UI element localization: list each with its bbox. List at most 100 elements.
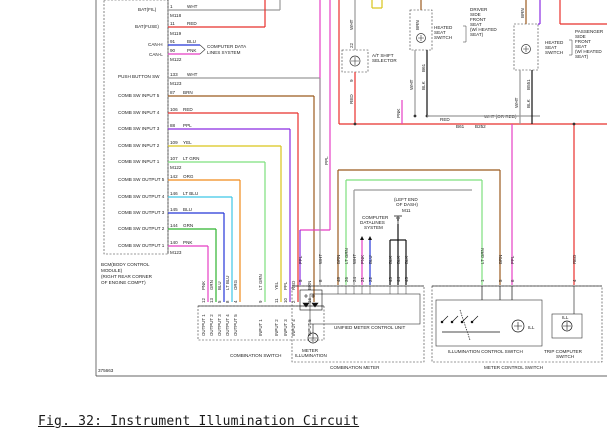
bcm-pin-label: COMB SW INPUT 3 bbox=[118, 126, 160, 131]
svg-text:21: 21 bbox=[360, 277, 365, 282]
svg-text:INPUT 5: INPUT 5 bbox=[307, 319, 312, 336]
svg-text:22: 22 bbox=[368, 277, 373, 282]
passenger-seat-label-3: FRONT bbox=[575, 39, 591, 44]
at-shift-lamp-icon bbox=[349, 55, 361, 67]
ill-label: ILL bbox=[528, 325, 535, 330]
at-shift-label-2: SELECTOR bbox=[372, 58, 397, 63]
trip-computer-switch-box bbox=[551, 313, 583, 339]
svg-text:BLK: BLK bbox=[396, 256, 401, 264]
svg-text:BRN: BRN bbox=[307, 281, 312, 290]
ground-label-2: OF DASH) bbox=[396, 202, 418, 207]
illumination-control-switch-box bbox=[435, 299, 543, 347]
cdl-label-3: SYSTEM bbox=[364, 225, 383, 230]
meter-control-switch-title: METER CONTROL SWITCH bbox=[484, 365, 543, 370]
driver-seat-label-2: SIDE bbox=[470, 12, 481, 17]
bcm-pin-number: 106 bbox=[170, 107, 178, 112]
passenger-seat-label-6: SEAT) bbox=[575, 54, 589, 59]
passenger-seat-lamp-icon bbox=[521, 44, 531, 54]
svg-text:5: 5 bbox=[498, 279, 503, 282]
bcm-pin-label: COMB SW INPUT 4 bbox=[118, 110, 160, 115]
connector-code: M122 bbox=[170, 165, 182, 170]
driver-seat-label-4: SEAT bbox=[470, 22, 482, 27]
wire-label: WHT bbox=[187, 4, 198, 9]
svg-text:24: 24 bbox=[352, 277, 357, 282]
driver-seat-label-3: FRONT bbox=[470, 17, 486, 22]
can-bracket bbox=[199, 44, 206, 55]
comb-switch-pins: OUTPUT 1 OUTPUT 2 OUTPUT 3 OUTPUT 4 OUTP… bbox=[201, 314, 312, 336]
bcm-title-2: MODULE) bbox=[101, 268, 123, 273]
svg-text:43: 43 bbox=[388, 277, 393, 282]
bcm-pin-can-h: CAN-H 91 BLU bbox=[148, 39, 200, 47]
svg-text:8: 8 bbox=[318, 279, 323, 282]
wire-label: BLK bbox=[421, 80, 426, 90]
svg-text:WHT: WHT bbox=[318, 254, 323, 264]
wire-label: YEL bbox=[183, 140, 192, 145]
wire-label: WHT bbox=[409, 79, 414, 90]
bcm-pin-number: 90 bbox=[170, 48, 176, 53]
bcm-pin-number: 142 bbox=[170, 174, 178, 179]
passenger-switch-label-2: SEAT bbox=[545, 45, 557, 50]
svg-text:OUTPUT 4: OUTPUT 4 bbox=[225, 314, 230, 336]
cdl-label-2: DATALINES bbox=[360, 220, 385, 225]
wire-label: WHT bbox=[187, 72, 198, 77]
svg-text:YEL: YEL bbox=[274, 281, 279, 290]
svg-text:WHT: WHT bbox=[352, 254, 357, 264]
svg-text:11: 11 bbox=[274, 298, 279, 303]
bcm-pin-number: 87 bbox=[170, 90, 176, 95]
svg-text:6: 6 bbox=[510, 279, 515, 282]
wire-label: RED bbox=[349, 94, 354, 104]
driver-seat-lamp-icon bbox=[416, 33, 426, 43]
bcm-pin-number: 133 bbox=[170, 72, 178, 77]
connector-code: M123 bbox=[170, 250, 182, 255]
svg-text:INPUT 1: INPUT 1 bbox=[258, 319, 263, 336]
ppl-vertical-label: PPL bbox=[324, 156, 329, 165]
svg-text:INPUT 4: INPUT 4 bbox=[291, 319, 296, 336]
control-wire-labels: BRN LT GRN PPL 5 1 6 4 RED bbox=[480, 248, 577, 282]
bcm-pin-number: 146 bbox=[170, 191, 178, 196]
wire-label: LT BLU bbox=[183, 191, 198, 196]
wire-label: BLK bbox=[526, 98, 531, 108]
meter-unit-drops bbox=[337, 286, 407, 294]
figure-id: 375663 bbox=[98, 368, 114, 373]
bcm-pin-number: 145 bbox=[170, 207, 178, 212]
connector-code: M118 bbox=[170, 13, 182, 18]
wire-label: RED bbox=[187, 21, 197, 26]
svg-text:8: 8 bbox=[225, 300, 230, 303]
connector-code: B61 bbox=[421, 63, 426, 72]
wire-label: RED bbox=[183, 107, 193, 112]
svg-text:45: 45 bbox=[404, 277, 409, 282]
bcm-pin-number: 91 bbox=[170, 39, 176, 44]
comb-switch-wire-labels: PNK GRN BLU LT BLU ORG LT GRN YEL PPL RE… bbox=[201, 274, 312, 290]
svg-text:16: 16 bbox=[307, 298, 312, 303]
svg-text:44: 44 bbox=[396, 277, 401, 282]
svg-text:LT GRN: LT GRN bbox=[258, 274, 263, 290]
driver-seat-label-1: DRIVER bbox=[470, 7, 488, 12]
svg-text:4: 4 bbox=[572, 279, 577, 282]
passenger-switch-label-1: HEATED bbox=[545, 40, 564, 45]
svg-text:BLU: BLU bbox=[217, 281, 222, 290]
connector-code: B551 bbox=[526, 79, 531, 90]
trip-computer-label-1: TRIP COMPUTER bbox=[544, 349, 583, 354]
svg-text:BRN: BRN bbox=[498, 255, 503, 264]
svg-text:10: 10 bbox=[283, 298, 288, 303]
passenger-seat-label-2: SIDE bbox=[575, 34, 586, 39]
meter-pin-numbers: 5 8 48 26 24 21 22 43 44 45 bbox=[298, 277, 409, 282]
wire-label: BRN bbox=[183, 90, 193, 95]
svg-text:48: 48 bbox=[336, 277, 341, 282]
svg-text:5: 5 bbox=[298, 279, 303, 282]
ground-label-1: (LEFT END bbox=[394, 197, 418, 202]
driver-heated-seat-box bbox=[409, 9, 433, 51]
svg-text:PNK: PNK bbox=[360, 255, 365, 264]
svg-text:OUTPUT 5: OUTPUT 5 bbox=[233, 314, 238, 336]
svg-text:OUTPUT 3: OUTPUT 3 bbox=[217, 314, 222, 336]
meter-diode-bridge-icon bbox=[299, 289, 323, 311]
svg-text:PPL: PPL bbox=[298, 255, 303, 264]
svg-text:1: 1 bbox=[480, 279, 485, 282]
can-note-1: COMPUTER DATA bbox=[207, 44, 247, 49]
bcm-comb-sw-rows: COMB SW INPUT 5 87 BRN COMB SW INPUT 4 1… bbox=[118, 90, 315, 255]
meter-feeds: COMPUTER DATALINES SYSTEM (LEFT END OF D… bbox=[319, 78, 576, 285]
top-section: PPL A/T SHIFT SELECTOR RED WHT 22 9 HEAT… bbox=[279, 0, 607, 285]
bcm-pin-label: COMB SW OUTPUT 5 bbox=[118, 177, 165, 182]
comb-switch-drops bbox=[207, 110, 315, 302]
